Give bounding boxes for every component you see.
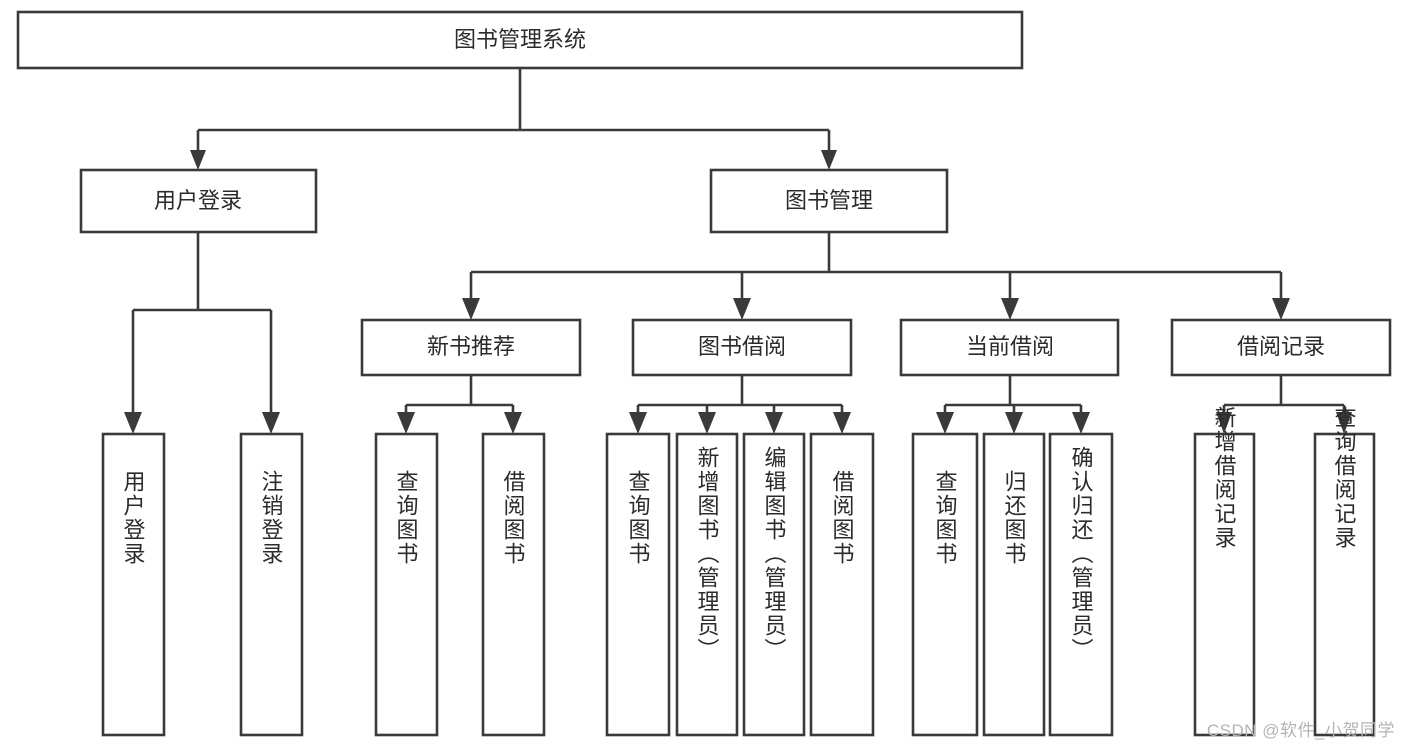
node-book-borrow-box[interactable] [631, 318, 853, 377]
leaf-node-user-login-logout[interactable]: 注销登录 [239, 432, 304, 737]
arrowhead-leaf-currentborrow-2 [1005, 412, 1023, 434]
arrowhead-leaf-bookborrow-2 [698, 412, 716, 434]
leaf-node-currentborrow-return-book[interactable]: 归还图书 [982, 432, 1046, 737]
leaf-node-newbook-query-book-box[interactable] [374, 432, 439, 737]
connector-group-bookmgmt [462, 232, 1290, 320]
node-user-login-box[interactable] [79, 168, 318, 234]
leaf-node-user-login-login[interactable]: 用户登录 [101, 432, 166, 737]
connector-group-currentborrow [936, 375, 1090, 434]
arrowhead-leaf-newbook-1 [397, 412, 415, 434]
arrowhead-bookborrow [733, 298, 751, 320]
leaf-node-currentborrow-confirm-return-label: 确认归还（管理员） [1069, 446, 1094, 662]
connector-group-userlogin [124, 232, 280, 434]
node-root-system[interactable]: 图书管理系统 [16, 10, 1024, 70]
node-new-book-recommend[interactable]: 新书推荐 [360, 318, 582, 377]
connector-group-bookborrow [629, 375, 851, 434]
arrowhead-leaf-bookborrow-1 [629, 412, 647, 434]
arrowhead-bookmgmt [821, 150, 837, 170]
node-user-login[interactable]: 用户登录 [79, 168, 318, 234]
leaf-node-bookborrow-edit-book-box[interactable] [742, 432, 806, 737]
leaf-node-user-login-logout-box[interactable] [239, 432, 304, 737]
leaf-node-bookborrow-add-book[interactable]: 新增图书（管理员） [675, 432, 739, 737]
leaf-node-borrowrecord-add-record-label: 新增借阅记录 [1212, 406, 1237, 550]
arrowhead-leaf-user-login-1 [124, 412, 142, 434]
leaf-node-newbook-query-book-label: 查询图书 [394, 470, 419, 566]
arrowhead-currentborrow [1001, 298, 1019, 320]
node-borrow-record-label: 借阅记录 [1237, 334, 1325, 359]
node-book-management-label: 图书管理 [785, 188, 873, 213]
leaf-node-bookborrow-query-book[interactable]: 查询图书 [605, 432, 671, 737]
leaf-node-currentborrow-query-book-box[interactable] [911, 432, 979, 737]
node-root-system-box[interactable] [16, 10, 1024, 70]
arrowhead-userlogin [190, 150, 206, 170]
arrowhead-leaf-bookborrow-3 [765, 412, 783, 434]
leaf-node-currentborrow-query-book[interactable]: 查询图书 [911, 432, 979, 737]
leaf-node-bookborrow-query-book-box[interactable] [605, 432, 671, 737]
node-new-book-recommend-label: 新书推荐 [427, 334, 515, 359]
node-user-login-label: 用户登录 [154, 188, 242, 213]
leaf-node-borrowrecord-add-record-box[interactable] [1193, 432, 1256, 737]
leaf-node-borrowrecord-query-record-box[interactable] [1313, 432, 1376, 737]
leaf-node-currentborrow-confirm-return[interactable]: 确认归还（管理员） [1048, 432, 1114, 737]
arrowhead-leaf-newbook-2 [504, 412, 522, 434]
connector-group-newbook [397, 375, 522, 434]
leaf-node-newbook-borrow-book-label: 借阅图书 [501, 470, 526, 566]
node-new-book-recommend-box[interactable] [360, 318, 582, 377]
arrowhead-leaf-borrowrecord-1 [1216, 412, 1232, 434]
leaf-node-currentborrow-confirm-return-box[interactable] [1048, 432, 1114, 737]
node-root-system-label: 图书管理系统 [454, 27, 586, 52]
leaf-node-bookborrow-add-book-box[interactable] [675, 432, 739, 737]
node-borrow-record-box[interactable] [1170, 318, 1392, 377]
arrowhead-newbook [462, 298, 480, 320]
leaf-node-bookborrow-borrow-book-label: 借阅图书 [830, 470, 855, 566]
node-book-management-box[interactable] [709, 168, 949, 234]
connector-group-root [190, 68, 837, 170]
node-book-borrow[interactable]: 图书借阅 [631, 318, 853, 377]
leaf-node-borrowrecord-add-record[interactable]: 新增借阅记录 [1193, 406, 1256, 737]
leaf-node-bookborrow-edit-book[interactable]: 编辑图书（管理员） [742, 432, 806, 737]
leaf-node-bookborrow-edit-book-label: 编辑图书（管理员） [762, 446, 787, 662]
arrowhead-leaf-bookborrow-4 [833, 412, 851, 434]
leaf-node-currentborrow-return-book-box[interactable] [982, 432, 1046, 737]
node-current-borrow[interactable]: 当前借阅 [899, 318, 1120, 377]
leaf-node-borrowrecord-query-record[interactable]: 查询借阅记录 [1313, 406, 1376, 737]
leaf-node-bookborrow-borrow-book-box[interactable] [809, 432, 875, 737]
arrowhead-leaf-currentborrow-3 [1072, 412, 1090, 434]
node-book-management[interactable]: 图书管理 [709, 168, 949, 234]
leaf-node-bookborrow-query-book-label: 查询图书 [626, 470, 651, 566]
leaf-node-newbook-query-book[interactable]: 查询图书 [374, 432, 439, 737]
connector-group-borrowrecord [1216, 375, 1352, 434]
arrowhead-leaf-borrowrecord-2 [1336, 412, 1352, 434]
node-current-borrow-label: 当前借阅 [966, 334, 1054, 359]
arrowhead-leaf-user-login-2 [262, 412, 280, 434]
leaf-node-user-login-login-label: 用户登录 [121, 470, 146, 566]
arrowhead-leaf-currentborrow-1 [936, 412, 954, 434]
leaf-node-currentborrow-return-book-label: 归还图书 [1002, 470, 1027, 566]
node-current-borrow-box[interactable] [899, 318, 1120, 377]
leaf-node-user-login-login-box[interactable] [101, 432, 166, 737]
leaf-node-bookborrow-borrow-book[interactable]: 借阅图书 [809, 432, 875, 737]
leaf-node-newbook-borrow-book-box[interactable] [481, 432, 546, 737]
arrowhead-borrowrecord [1272, 298, 1290, 320]
leaf-node-bookborrow-add-book-label: 新增图书（管理员） [695, 446, 720, 662]
leaf-node-user-login-logout-label: 注销登录 [259, 470, 284, 566]
leaf-node-newbook-borrow-book[interactable]: 借阅图书 [481, 432, 546, 737]
leaf-node-currentborrow-query-book-label: 查询图书 [933, 470, 958, 566]
leaf-node-borrowrecord-query-record-label: 查询借阅记录 [1332, 406, 1357, 550]
node-book-borrow-label: 图书借阅 [698, 334, 786, 359]
node-borrow-record[interactable]: 借阅记录 [1170, 318, 1392, 377]
